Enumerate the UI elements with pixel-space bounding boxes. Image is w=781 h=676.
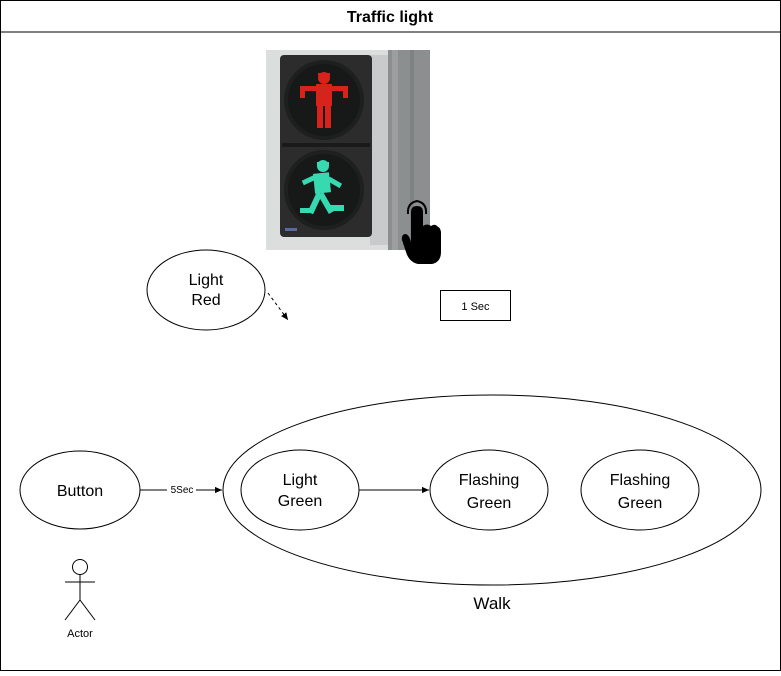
pointing-hand-icon: [401, 199, 441, 264]
five-sec-label-bg: [167, 483, 196, 496]
state-light-green[interactable]: Light Green: [240, 449, 360, 531]
one-sec-box[interactable]: 1 Sec: [440, 290, 511, 321]
state-light-green-line1: Light: [283, 472, 318, 489]
five-sec-label: 5Sec: [171, 485, 194, 496]
stick-figure-actor-icon[interactable]: [64, 559, 96, 621]
walk-label: Walk: [473, 594, 511, 613]
state-light-red[interactable]: Light Red: [146, 249, 266, 331]
state-button[interactable]: Button: [19, 450, 141, 530]
actor-label: Actor: [67, 628, 93, 640]
state-flashing-green-2-line2: Green: [618, 495, 662, 512]
state-light-red-line1: Light: [189, 272, 224, 289]
state-button-label: Button: [57, 483, 103, 500]
state-flashing-green-2-line1: Flashing: [610, 472, 670, 489]
state-light-red-line2: Red: [191, 292, 220, 309]
diagram-title: Traffic light: [347, 9, 434, 26]
pedestrian-traffic-light-photo: [266, 50, 430, 250]
state-flashing-green-2[interactable]: Flashing Green: [580, 449, 700, 531]
one-sec-label: 1 Sec: [461, 301, 490, 313]
state-flashing-green-1-line2: Green: [467, 495, 511, 512]
state-light-green-line2: Green: [278, 493, 322, 510]
state-flashing-green-1-line1: Flashing: [459, 472, 519, 489]
state-flashing-green-1[interactable]: Flashing Green: [429, 449, 549, 531]
